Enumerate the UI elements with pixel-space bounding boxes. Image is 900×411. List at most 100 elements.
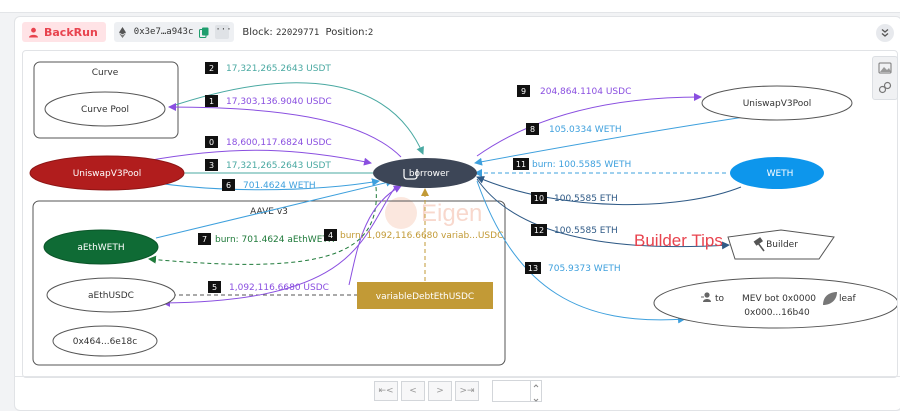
mev-to-label: to bbox=[715, 294, 725, 304]
edge-2-line bbox=[168, 82, 424, 155]
svg-text:105.0334 WETH: 105.0334 WETH bbox=[549, 125, 622, 135]
more-button[interactable]: ··· bbox=[215, 25, 232, 39]
svg-text:705.9373 WETH: 705.9373 WETH bbox=[548, 264, 621, 274]
edge-12-line bbox=[476, 178, 730, 250]
wallet-icon bbox=[403, 169, 418, 180]
edge-8-line bbox=[474, 115, 752, 166]
page-stepper[interactable] bbox=[530, 381, 541, 402]
last-page-button[interactable]: >⇥ bbox=[455, 381, 479, 401]
address-0x464-node[interactable] bbox=[52, 325, 158, 357]
tx-address[interactable]: 0x3e7…a943c ··· bbox=[113, 22, 235, 42]
divider bbox=[14, 376, 900, 377]
builder-tips-annotation: Builder Tips bbox=[634, 231, 723, 250]
svg-text:17,321,265.2643 USDT: 17,321,265.2643 USDT bbox=[226, 161, 331, 171]
svg-text:9: 9 bbox=[521, 87, 526, 96]
svg-text:10: 10 bbox=[534, 194, 544, 203]
curve-pool-node[interactable] bbox=[44, 91, 166, 127]
svg-text:17,303,136.9040 USDC: 17,303,136.9040 USDC bbox=[226, 97, 332, 107]
copy-icon[interactable] bbox=[199, 27, 209, 38]
edge-7-line bbox=[148, 186, 377, 265]
variable-debt-node[interactable] bbox=[357, 282, 493, 309]
svg-text:1: 1 bbox=[209, 97, 214, 106]
svg-text:13: 13 bbox=[528, 264, 538, 273]
link-icon[interactable] bbox=[873, 78, 897, 98]
svg-text:burn: 1,092,116.6680 variab..: burn: 1,092,116.6680 variab...USDC bbox=[340, 231, 503, 241]
chevron-down-icon[interactable] bbox=[531, 395, 541, 405]
chevron-double-down-icon bbox=[881, 29, 889, 37]
block-info: Block: 22029771 Position:2 bbox=[242, 27, 373, 38]
svg-text:0: 0 bbox=[209, 138, 214, 147]
leaf-icon bbox=[823, 292, 837, 305]
edge-10-line bbox=[476, 176, 742, 206]
svg-text:2: 2 bbox=[209, 64, 214, 73]
svg-text:11: 11 bbox=[516, 160, 526, 169]
image-icon[interactable] bbox=[873, 58, 897, 78]
user-icon bbox=[29, 27, 38, 37]
edge-label-9: 9 204,864.1104 USDC bbox=[517, 85, 631, 97]
edge-7a-line bbox=[155, 178, 394, 239]
page-input[interactable] bbox=[492, 380, 542, 402]
svg-text:5: 5 bbox=[212, 283, 217, 292]
mev-address-label: 0x000...16b40 bbox=[744, 308, 810, 318]
builder-label: Builder bbox=[766, 240, 798, 250]
address-0x464-label: 0x464...6e18c bbox=[73, 337, 138, 347]
block-label: Block: bbox=[242, 26, 273, 38]
mev-leaf-label: leaf bbox=[839, 294, 857, 304]
badge-label: BackRun bbox=[44, 25, 98, 39]
pagination: ⇤< < > >⇥ bbox=[374, 380, 542, 402]
svg-text:12: 12 bbox=[534, 226, 544, 235]
aethusdc-label: aEthUSDC bbox=[88, 291, 134, 301]
svg-text:6: 6 bbox=[226, 181, 231, 190]
block-value: 22029771 bbox=[276, 27, 320, 38]
edge-label-8: 8 105.0334 WETH bbox=[526, 123, 622, 135]
svg-text:3: 3 bbox=[209, 161, 214, 170]
mev-bot-node[interactable] bbox=[653, 277, 897, 329]
svg-text:100.5585 ETH: 100.5585 ETH bbox=[554, 226, 618, 236]
prev-page-button[interactable]: < bbox=[401, 381, 425, 401]
uniswap-left-node[interactable] bbox=[29, 155, 185, 191]
edge-5-line bbox=[162, 185, 397, 307]
collapse-button[interactable] bbox=[876, 24, 894, 42]
diagram-toolbar bbox=[872, 56, 898, 100]
first-page-button[interactable]: ⇤< bbox=[374, 381, 398, 401]
curve-group-label: Curve bbox=[92, 68, 119, 78]
edge-label-1: 1 17,303,136.9040 USDC bbox=[205, 95, 332, 107]
uniswap-right-label: UniswapV3Pool bbox=[743, 99, 812, 109]
edge-label-13: 13 705.9373 WETH bbox=[525, 262, 621, 274]
edge-9-line bbox=[476, 93, 702, 157]
svg-text:100.5585 ETH: 100.5585 ETH bbox=[554, 194, 618, 204]
position-value: 2 bbox=[367, 27, 374, 38]
backrun-badge: BackRun bbox=[22, 22, 106, 42]
next-page-button[interactable]: > bbox=[428, 381, 452, 401]
flow-diagram: Eigen Curve AAVE v3 Curve Pool UniswapV3… bbox=[29, 61, 897, 366]
chevron-up-icon[interactable] bbox=[531, 381, 541, 391]
hammer-icon bbox=[753, 237, 765, 252]
svg-text:204,864.1104 USDC: 204,864.1104 USDC bbox=[540, 87, 631, 97]
curve-group bbox=[33, 61, 179, 139]
address-text: 0x3e7…a943c bbox=[133, 27, 194, 37]
curve-pool-label: Curve Pool bbox=[81, 105, 129, 115]
borrower-node[interactable] bbox=[373, 158, 477, 188]
aethweth-node[interactable] bbox=[43, 229, 159, 265]
variable-debt-label: variableDebtEthUSDC bbox=[376, 292, 474, 302]
edge-0-line bbox=[145, 149, 372, 166]
aave-group bbox=[32, 200, 506, 366]
uniswap-right-node[interactable] bbox=[701, 85, 853, 121]
builder-node[interactable] bbox=[727, 229, 835, 260]
svg-text:burn: 701.4624 aEthWETH: burn: 701.4624 aEthWETH bbox=[215, 235, 335, 245]
watermark-text: Eigen bbox=[421, 200, 482, 227]
edge-label-12: 12 100.5585 ETH bbox=[531, 224, 618, 236]
edge-4a-line bbox=[348, 185, 402, 286]
svg-text:8: 8 bbox=[530, 125, 535, 134]
position-label: Position: bbox=[325, 26, 368, 38]
aethusdc-node[interactable] bbox=[46, 277, 176, 313]
top-strip bbox=[0, 0, 900, 13]
weth-node[interactable] bbox=[730, 157, 824, 189]
card-header: BackRun 0x3e7…a943c ··· Block: 22029771 … bbox=[22, 22, 373, 42]
